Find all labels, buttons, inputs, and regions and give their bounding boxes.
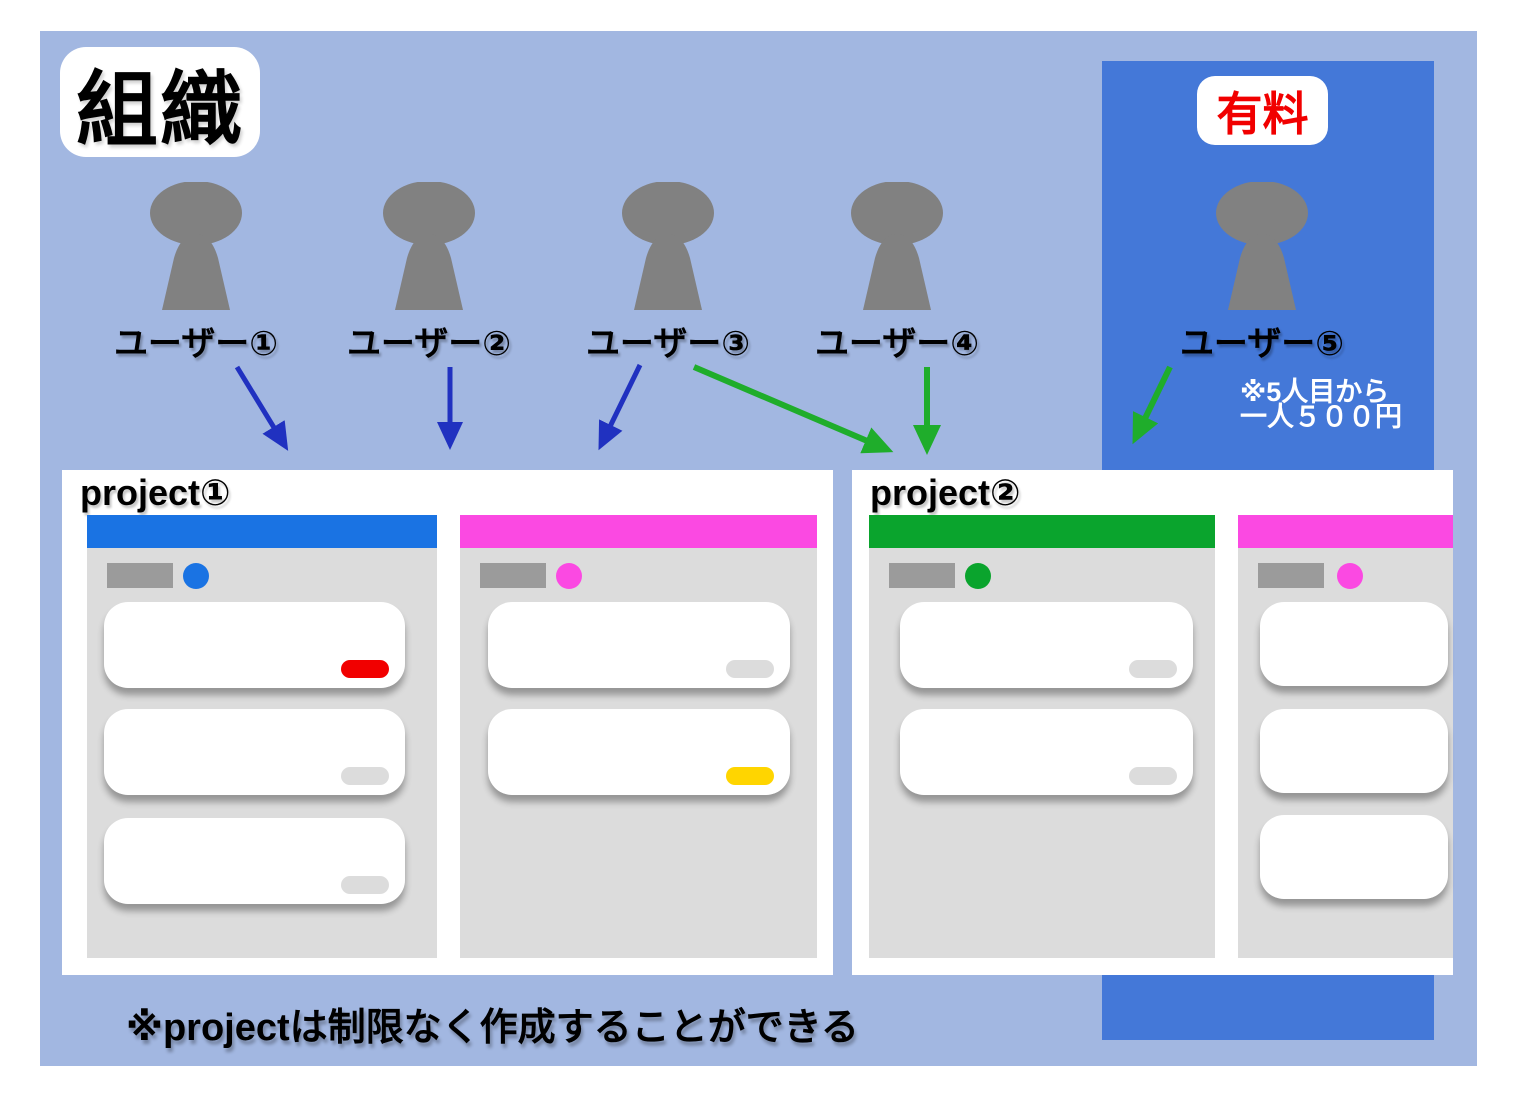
project2-column2 bbox=[1238, 515, 1453, 958]
user-1: ユーザー① bbox=[86, 182, 306, 365]
column-header bbox=[1238, 515, 1453, 548]
person-icon bbox=[851, 182, 943, 310]
project1-board: project① bbox=[62, 470, 833, 975]
user-label: ユーザー② bbox=[346, 325, 512, 363]
task-card bbox=[104, 709, 405, 795]
column-tag bbox=[889, 563, 955, 588]
user-label: ユーザー③ bbox=[585, 325, 751, 363]
task-card bbox=[1260, 602, 1448, 686]
column-tag bbox=[107, 563, 173, 588]
column-tag bbox=[1258, 563, 1324, 588]
column-body bbox=[87, 548, 437, 958]
task-card bbox=[488, 709, 790, 795]
column-dot bbox=[965, 563, 991, 589]
person-icon bbox=[383, 182, 475, 310]
price-note: ※5人目から 一人５００円 bbox=[1240, 377, 1402, 432]
column-dot bbox=[556, 563, 582, 589]
person-icon bbox=[622, 182, 714, 310]
project2-column1 bbox=[869, 515, 1215, 958]
price-note-line2: 一人５００円 bbox=[1240, 402, 1402, 432]
user-label: ユーザー④ bbox=[814, 325, 980, 363]
task-card bbox=[104, 602, 405, 688]
user-label: ユーザー① bbox=[113, 325, 279, 363]
user-label: ユーザー⑤ bbox=[1179, 325, 1345, 363]
column-tag bbox=[480, 563, 546, 588]
project2-board: project② bbox=[852, 470, 1453, 975]
user-5: ユーザー⑤ bbox=[1152, 182, 1372, 365]
column-header bbox=[87, 515, 437, 548]
task-card bbox=[1260, 709, 1448, 793]
column-header bbox=[869, 515, 1215, 548]
status-pill-yellow bbox=[726, 767, 774, 785]
project2-title: project② bbox=[870, 472, 1021, 513]
organization-title: 組織 bbox=[75, 64, 244, 156]
status-pill-gray bbox=[1129, 660, 1177, 678]
status-pill-gray bbox=[341, 876, 389, 894]
price-note-line1: ※5人目から bbox=[1240, 377, 1390, 407]
task-card bbox=[1260, 815, 1448, 899]
status-pill-gray bbox=[1129, 767, 1177, 785]
task-card bbox=[104, 818, 405, 904]
person-icon bbox=[1216, 182, 1308, 310]
task-card bbox=[488, 602, 790, 688]
user-4: ユーザー④ bbox=[787, 182, 1007, 365]
column-dot bbox=[183, 563, 209, 589]
user-2: ユーザー② bbox=[319, 182, 539, 365]
project1-title: project① bbox=[80, 472, 231, 513]
column-dot bbox=[1337, 563, 1363, 589]
person-icon bbox=[150, 182, 242, 310]
project1-column2 bbox=[460, 515, 817, 958]
footer-note: ※projectは制限なく作成することができる bbox=[126, 1007, 859, 1049]
paid-badge-label: 有料 bbox=[1216, 87, 1309, 140]
column-body bbox=[869, 548, 1215, 958]
organization-title-box: 組織 bbox=[60, 47, 260, 157]
column-header bbox=[460, 515, 817, 548]
status-pill-gray bbox=[726, 660, 774, 678]
status-pill-red bbox=[341, 660, 389, 678]
status-pill-gray bbox=[341, 767, 389, 785]
task-card bbox=[900, 602, 1193, 688]
project1-column1 bbox=[87, 515, 437, 958]
user-3: ユーザー③ bbox=[558, 182, 778, 365]
paid-badge: 有料 bbox=[1197, 76, 1328, 145]
column-body bbox=[460, 548, 817, 958]
column-body bbox=[1238, 548, 1453, 958]
task-card bbox=[900, 709, 1193, 795]
